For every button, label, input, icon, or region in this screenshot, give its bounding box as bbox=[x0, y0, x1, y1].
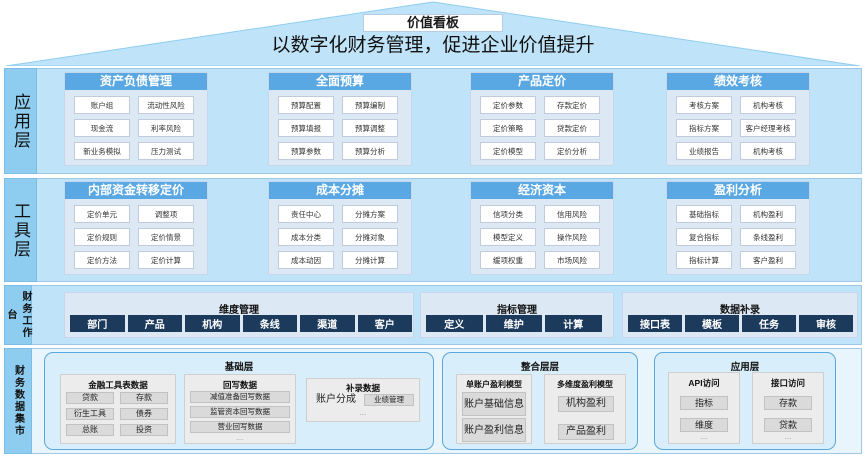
app-panel-title: 绩效考核 bbox=[667, 73, 809, 90]
tool-item: 定价单元 bbox=[74, 205, 130, 223]
app-panel-title: 全面预算 bbox=[269, 73, 411, 90]
tool-panel-title: 内部资金转移定价 bbox=[65, 182, 207, 199]
platform-chip: 审核 bbox=[799, 315, 853, 332]
tool-panel-title: 盈利分析 bbox=[667, 182, 809, 199]
chip-performance-management: 业绩管理 bbox=[364, 394, 414, 406]
chip-indicator: 指标 bbox=[680, 396, 728, 410]
chip-regulatory-capital-writeback: 监管资本回写数据 bbox=[190, 406, 290, 418]
tool-item: 分摊方案 bbox=[342, 205, 398, 223]
app-item: 预算参数 bbox=[278, 142, 334, 160]
tool-item: 客户盈利 bbox=[740, 251, 796, 269]
tool-item: 分摊计算 bbox=[342, 251, 398, 269]
tool-item: 定价方法 bbox=[74, 251, 130, 269]
tool-item: 成本动因 bbox=[278, 251, 334, 269]
chip-loan: 贷款 bbox=[66, 392, 114, 404]
platform-chip: 维护 bbox=[485, 315, 542, 332]
app-item: 业绩报告 bbox=[676, 142, 732, 160]
app-item: 考核方案 bbox=[676, 96, 732, 114]
row-label-data-mart: 财务数据集市 bbox=[4, 348, 32, 454]
tool-item: 基础指标 bbox=[676, 205, 732, 223]
roof-triangle bbox=[5, 1, 861, 66]
platform-chip: 产品 bbox=[127, 315, 182, 332]
app-item: 客户经理考核 bbox=[740, 119, 796, 137]
app-item: 机构考核 bbox=[740, 142, 796, 160]
app-item: 预算调整 bbox=[342, 119, 398, 137]
app-panel-title: 产品定价 bbox=[471, 73, 613, 90]
platform-chip: 任务 bbox=[742, 315, 796, 332]
tool-item: 缓项权重 bbox=[480, 251, 536, 269]
platform-chip: 渠道 bbox=[300, 315, 355, 332]
app-item: 预算编制 bbox=[342, 96, 398, 114]
app-item: 贷款定价 bbox=[544, 119, 600, 137]
app-item: 现金流 bbox=[74, 119, 130, 137]
platform-chip: 计算 bbox=[545, 315, 602, 332]
platform-chip: 接口表 bbox=[628, 315, 682, 332]
tool-item: 信用风险 bbox=[544, 205, 600, 223]
platform-chip: 客户 bbox=[357, 315, 412, 332]
chip-product-profit: 产品盈利 bbox=[558, 424, 614, 440]
chip-bonds: 债券 bbox=[120, 408, 168, 420]
app-item: 指标方案 bbox=[676, 119, 732, 137]
tool-panel-title: 成本分摊 bbox=[269, 182, 411, 199]
tool-item: 调整项 bbox=[138, 205, 194, 223]
app-panel-title: 资产负债管理 bbox=[65, 73, 207, 90]
app-item: 利率风险 bbox=[138, 119, 194, 137]
app-item: 流动性风险 bbox=[138, 96, 194, 114]
chip-business-writeback: 营业回写数据 bbox=[190, 421, 290, 433]
app-item: 预算分析 bbox=[342, 142, 398, 160]
app-item: 账户组 bbox=[74, 96, 130, 114]
app-item: 机构考核 bbox=[740, 96, 796, 114]
value-dashboard-title: 价值看板 bbox=[363, 14, 503, 32]
app-item: 新业务模拟 bbox=[74, 142, 130, 160]
chip-account-basic-info: 账户基础信息 bbox=[462, 392, 526, 416]
chip-institution-profit: 机构盈利 bbox=[558, 396, 614, 412]
value-dashboard-subtitle: 以数字化财务管理，促进企业价值提升 bbox=[271, 35, 595, 56]
tool-item: 指标计算 bbox=[676, 251, 732, 269]
chip-general-ledger: 总账 bbox=[66, 424, 114, 436]
tool-panel-title: 经济资本 bbox=[471, 182, 613, 199]
platform-chip: 部门 bbox=[70, 315, 125, 332]
chip-investment: 投资 bbox=[120, 424, 168, 436]
chip-deposits-api: 存款 bbox=[764, 396, 812, 410]
app-item: 定价分析 bbox=[544, 142, 600, 160]
chip-loans-api: 贷款 bbox=[764, 418, 812, 432]
chip-derivatives: 衍生工具 bbox=[66, 408, 114, 420]
tool-item: 复合指标 bbox=[676, 228, 732, 246]
platform-chip: 机构 bbox=[185, 315, 240, 332]
app-item: 定价参数 bbox=[480, 96, 536, 114]
app-item: 定价策略 bbox=[480, 119, 536, 137]
tool-item: 模型定义 bbox=[480, 228, 536, 246]
row-label-app: 应用层 bbox=[4, 68, 37, 174]
row-label-tool: 工具层 bbox=[4, 178, 37, 282]
chip-account-split: 账户分成 bbox=[316, 394, 356, 405]
tool-item: 定价规则 bbox=[74, 228, 130, 246]
app-item: 预算填报 bbox=[278, 119, 334, 137]
tool-item: 成本分类 bbox=[278, 228, 334, 246]
platform-chip: 定义 bbox=[426, 315, 483, 332]
tool-item: 机构盈利 bbox=[740, 205, 796, 223]
chip-deposit: 存款 bbox=[120, 392, 168, 404]
row-label-finance-platform: 财务工作台 bbox=[4, 285, 32, 345]
app-item: 定价模型 bbox=[480, 142, 536, 160]
chip-account-profit-info: 账户盈利信息 bbox=[462, 418, 526, 442]
tool-item: 分摊对象 bbox=[342, 228, 398, 246]
chip-impairment-writeback: 减值准备回写数据 bbox=[190, 391, 290, 403]
tool-item: 条线盈利 bbox=[740, 228, 796, 246]
chip-dimension: 维度 bbox=[680, 418, 728, 432]
app-item: 存款定价 bbox=[544, 96, 600, 114]
tool-item: 市场风险 bbox=[544, 251, 600, 269]
tool-item: 责任中心 bbox=[278, 205, 334, 223]
app-item: 压力测试 bbox=[138, 142, 194, 160]
tool-item: 定价情景 bbox=[138, 228, 194, 246]
app-item: 预算配置 bbox=[278, 96, 334, 114]
platform-chip: 模板 bbox=[685, 315, 739, 332]
tool-item: 定价计算 bbox=[138, 251, 194, 269]
tool-item: 操作风险 bbox=[544, 228, 600, 246]
platform-chip: 条线 bbox=[242, 315, 297, 332]
tool-item: 信项分类 bbox=[480, 205, 536, 223]
